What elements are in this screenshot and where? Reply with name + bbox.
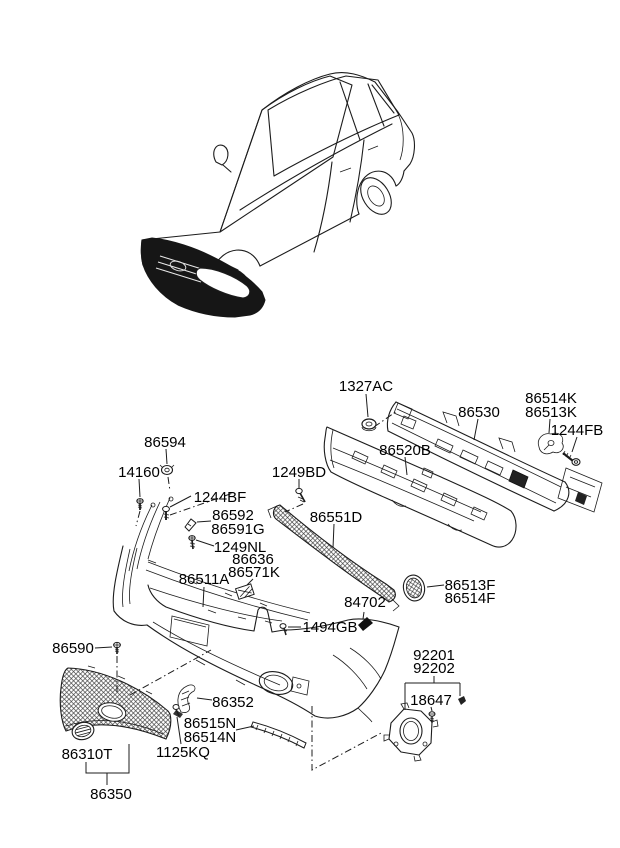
part-label-86511A[interactable]: 86511A <box>179 571 230 588</box>
part-label-86514K[interactable]: 86514K <box>525 390 577 407</box>
leader-lines <box>85 393 578 785</box>
clip-92202-corner <box>458 696 466 705</box>
part-label-1249NL[interactable]: 1249NL <box>214 539 267 556</box>
grommet-1327ac <box>361 418 377 432</box>
part-label-86551D[interactable]: 86551D <box>310 509 363 526</box>
grommet-86594 <box>159 464 175 476</box>
screw-18647 <box>428 711 436 723</box>
bolt-1244fb <box>562 450 581 466</box>
clip-86592 <box>184 518 197 532</box>
bracket-86352 <box>173 684 196 718</box>
kia-emblem <box>71 721 95 741</box>
part-label-1327AC[interactable]: 1327AC <box>339 378 393 395</box>
clip-84702 <box>358 617 373 631</box>
bumper-reinforcement-beam <box>386 401 603 513</box>
energy-absorber <box>323 426 517 548</box>
cover-86513f <box>402 574 426 602</box>
part-label-92202[interactable]: 92202 <box>413 660 455 677</box>
part-label-86636[interactable]: 86636 <box>232 551 274 568</box>
clip-1125kq <box>172 704 180 717</box>
part-label-86594[interactable]: 86594 <box>144 434 186 451</box>
radiator-grille <box>59 665 172 740</box>
side-bracket-86514k <box>537 432 564 455</box>
part-label-86513F[interactable]: 86513F <box>445 577 496 594</box>
lower-grille <box>267 504 400 612</box>
screw-1494gb <box>279 623 288 636</box>
car-illustration <box>140 72 415 318</box>
fog-lamp-assembly <box>383 702 439 762</box>
car-emblem <box>169 260 187 272</box>
part-label-86514N[interactable]: 86514N <box>184 729 237 746</box>
part-label-1244FB[interactable]: 1244FB <box>551 422 604 439</box>
screw-1249nl <box>188 535 196 550</box>
part-label-86520B[interactable]: 86520B <box>379 442 431 459</box>
assembly-dash-lines <box>116 410 398 771</box>
part-label-86514F[interactable]: 86514F <box>445 590 496 607</box>
car-headlamp <box>195 267 251 299</box>
part-label-1244BF[interactable]: 1244BF <box>194 489 247 506</box>
clip-86636 <box>234 583 255 600</box>
part-label-14160[interactable]: 14160 <box>118 464 160 481</box>
part-label-86350[interactable]: 86350 <box>90 786 132 803</box>
part-label-92201[interactable]: 92201 <box>413 647 455 664</box>
part-label-1249BD[interactable]: 1249BD <box>272 464 326 481</box>
part-label-86530[interactable]: 86530 <box>458 404 500 421</box>
part-label-86515N[interactable]: 86515N <box>184 715 237 732</box>
part-label-86590[interactable]: 86590 <box>52 640 94 657</box>
part-label-1494GB[interactable]: 1494GB <box>302 619 357 636</box>
part-label-18647[interactable]: 18647 <box>410 692 452 709</box>
part-label-86513K[interactable]: 86513K <box>525 404 577 421</box>
part-label-1125KQ[interactable]: 1125KQ <box>156 744 210 761</box>
part-label-84702[interactable]: 84702 <box>344 594 386 611</box>
part-label-86591G[interactable]: 86591G <box>211 521 264 538</box>
screw-14160 <box>136 498 144 510</box>
part-label-86352[interactable]: 86352 <box>212 694 254 711</box>
screw-86590 <box>113 641 121 654</box>
bolt-1244bf <box>162 505 170 520</box>
part-label-86310T[interactable]: 86310T <box>62 746 113 763</box>
part-label-86592[interactable]: 86592 <box>212 507 254 524</box>
part-label-86571K[interactable]: 86571K <box>228 564 280 581</box>
screw-1249bd <box>295 487 306 503</box>
part-callouts: 1327AC 86594 14160 1249BD 86530 86514K 8… <box>52 378 603 803</box>
front-bumper-cover <box>112 496 400 723</box>
moulding-strip <box>250 721 307 749</box>
